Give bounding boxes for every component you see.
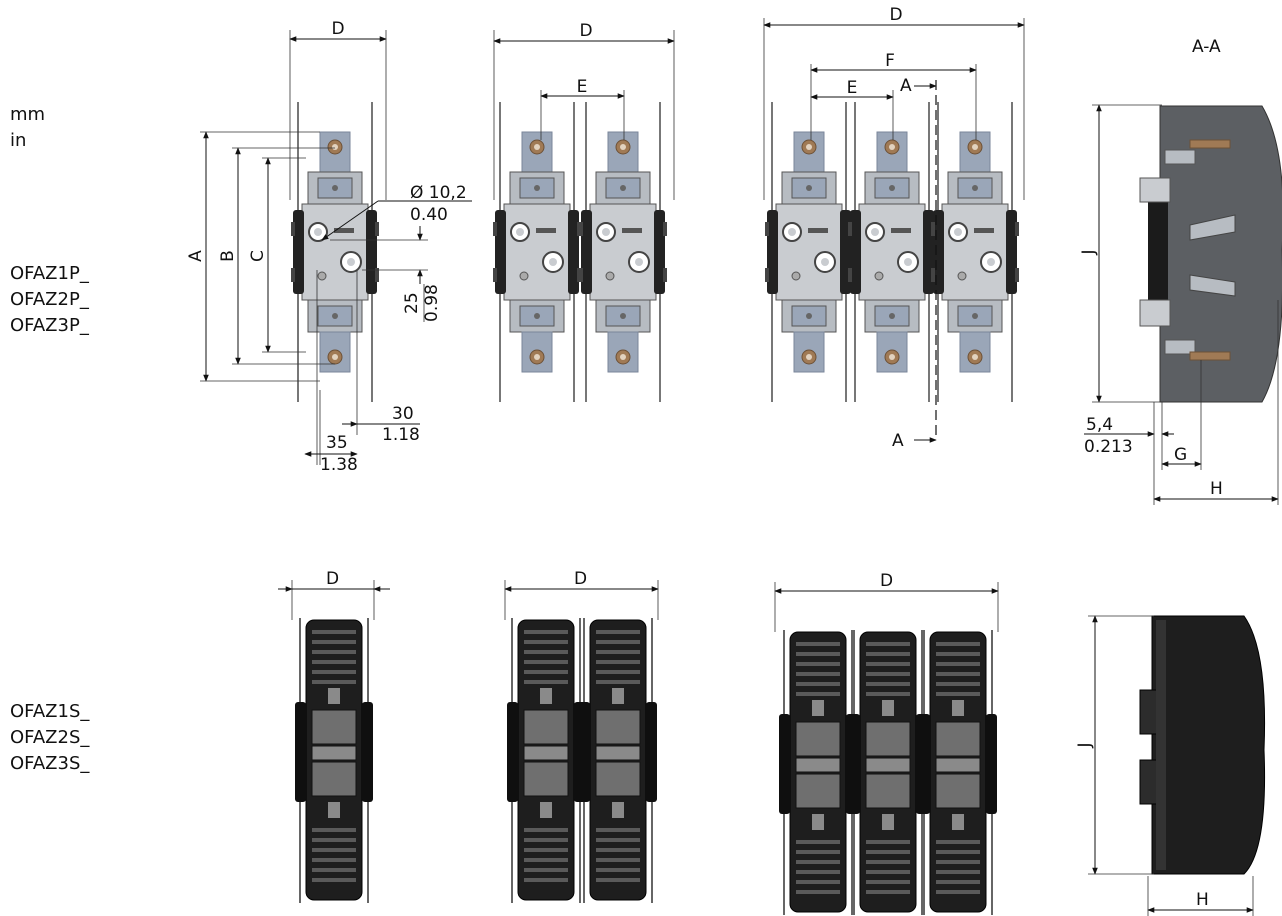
model-label-ofaz2p: OFAZ2P_ [10, 289, 89, 310]
svg-text:0.213: 0.213 [1084, 437, 1133, 457]
svg-text:H: H [1210, 479, 1223, 499]
ofaz1s-front-view [294, 617, 374, 904]
dimension-d-2s: D [504, 569, 659, 620]
dimension-d-1p: D [289, 19, 387, 200]
dimension-30-35: 30 1.18 35 1.38 [304, 270, 420, 475]
svg-text:5,4: 5,4 [1086, 415, 1113, 435]
dimension-j-side: J [1075, 615, 1154, 875]
section-title: A-A [1192, 37, 1221, 57]
unit-mm-label: mm [10, 104, 46, 125]
dimension-d-3s: D [774, 571, 999, 632]
svg-text:G: G [1174, 445, 1187, 465]
model-label-ofaz1p: OFAZ1P_ [10, 263, 89, 284]
ofaz3s-front-view [778, 629, 998, 916]
svg-text:A: A [892, 431, 904, 451]
svg-text:H: H [1196, 890, 1209, 910]
dimension-d-1s: D [278, 569, 390, 620]
svg-text:35: 35 [326, 433, 348, 453]
svg-text:J: J [1079, 249, 1099, 255]
dimension-h-section: H [1153, 300, 1279, 505]
section-cut-line: A A [892, 76, 937, 451]
svg-text:D: D [889, 5, 902, 25]
dimension-g: G [1161, 360, 1202, 470]
svg-text:B: B [218, 250, 238, 262]
svg-text:0.98: 0.98 [422, 284, 442, 322]
svg-text:J: J [1075, 742, 1095, 748]
dimension-b: B [218, 147, 335, 365]
svg-text:D: D [326, 569, 339, 589]
ofaz1p-front-view [290, 101, 380, 403]
model-label-ofaz1s: OFAZ1S_ [10, 701, 90, 722]
dimension-c: C [248, 157, 306, 353]
dimension-h-side: H [1147, 876, 1254, 916]
svg-text:D: D [880, 571, 893, 591]
svg-text:D: D [574, 569, 587, 589]
dimension-e-2p: E [540, 77, 625, 140]
svg-text:C: C [248, 250, 268, 262]
svg-text:D: D [331, 19, 344, 39]
svg-text:E: E [847, 78, 858, 98]
ofaz3p-front-view [764, 101, 1020, 403]
svg-text:F: F [885, 51, 895, 71]
svg-text:25: 25 [402, 292, 422, 314]
dimension-j-section: J [1079, 104, 1162, 403]
dimension-5-4: 5,4 0.213 [1084, 402, 1174, 457]
model-label-ofaz3s: OFAZ3S_ [10, 753, 90, 774]
svg-text:A: A [186, 250, 206, 262]
svg-text:1.18: 1.18 [382, 425, 420, 445]
svg-text:Ø 10,2: Ø 10,2 [410, 183, 467, 203]
unit-in-label: in [10, 130, 27, 151]
ofaz-s-side-view [1139, 615, 1266, 875]
model-label-ofaz3p: OFAZ3P_ [10, 315, 89, 336]
section-a-a-side-view [1139, 105, 1282, 403]
model-label-ofaz2s: OFAZ2S_ [10, 727, 90, 748]
dimension-a: A [186, 131, 320, 382]
svg-text:E: E [577, 77, 588, 97]
ofaz2p-front-view [492, 101, 668, 403]
dimension-d-3p: D [763, 5, 1025, 200]
dimension-25: 25 0.98 [330, 226, 442, 322]
dimension-d-2p: D [493, 21, 675, 200]
svg-text:1.38: 1.38 [320, 455, 358, 475]
ofaz2s-front-view [506, 617, 658, 904]
dimension-hole-diameter: Ø 10,2 0.40 [321, 183, 472, 241]
svg-text:30: 30 [392, 404, 414, 424]
dimension-f-3p: F [810, 51, 977, 140]
dimension-e-3p: E [810, 78, 894, 140]
svg-text:0.40: 0.40 [410, 205, 448, 225]
svg-text:D: D [579, 21, 592, 41]
svg-text:A: A [900, 76, 912, 96]
